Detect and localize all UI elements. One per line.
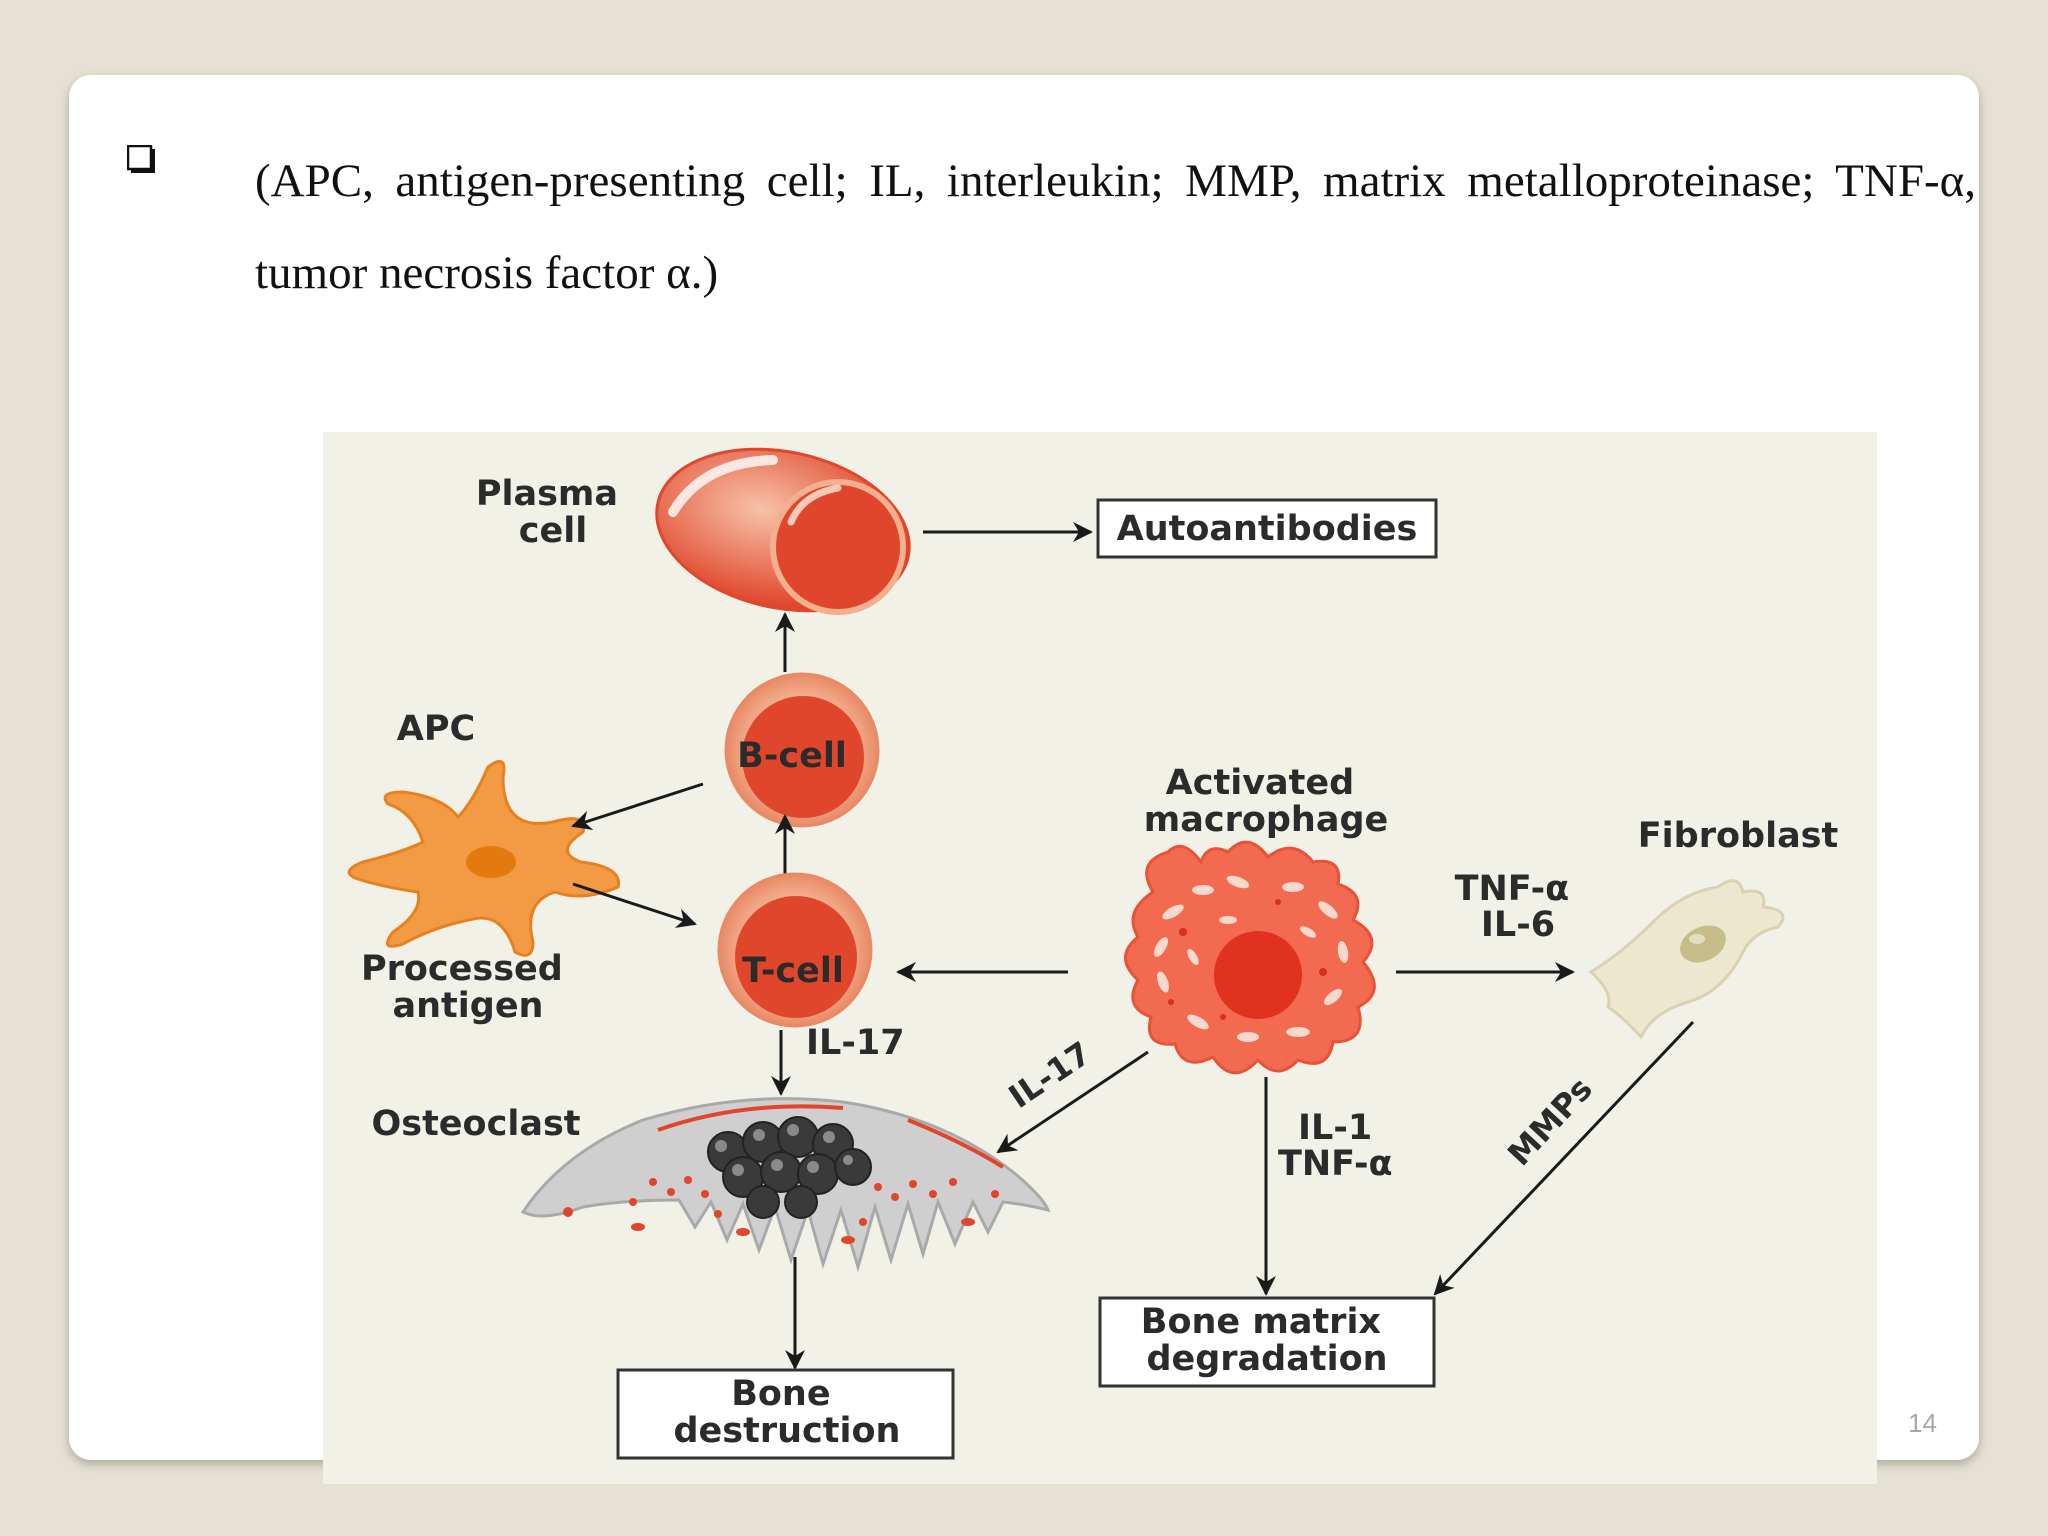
- bone-destruction-box: [616, 1368, 955, 1460]
- fibroblast-label: Fibroblast: [1638, 816, 1839, 856]
- t-cell-label: T-cell: [742, 951, 844, 991]
- arrow-bcell-to-apc: [571, 782, 704, 830]
- mmps-label: MMPs: [1500, 1070, 1600, 1173]
- plasma-cell: [655, 447, 911, 615]
- plasma-cell-label: Plasma cell: [476, 474, 630, 551]
- checkbox-bullet-icon: [127, 145, 155, 173]
- slide: (APC, antigen-presenting cell; IL, inter…: [69, 75, 1979, 1484]
- osteoclast-cell: [520, 1097, 1051, 1273]
- il17-tcell-label: IL-17: [806, 1023, 905, 1063]
- osteoclast-label: Osteoclast: [371, 1104, 580, 1144]
- t-cell: [717, 872, 873, 1028]
- bone-destruction-label: Bone destruction: [674, 1374, 901, 1451]
- activated-macrophage-label: Activated macrophage: [1144, 763, 1389, 840]
- arrow-fibroblast-to-bone-matrix: [1433, 1020, 1695, 1296]
- il17-macrophage-label: IL-17: [1002, 1034, 1098, 1116]
- autoantibodies-box: [1096, 498, 1438, 559]
- il1-tnf-label: IL-1 TNF-α: [1278, 1108, 1393, 1184]
- arrow-apc-to-tcell: [572, 882, 697, 928]
- apc-label: APC: [397, 709, 475, 749]
- fibroblast-cell: [1588, 879, 1785, 1040]
- arrow-macrophage-to-osteoclast: [996, 1050, 1149, 1154]
- apc-cell: [347, 759, 621, 957]
- activated-macrophage: [1124, 840, 1376, 1075]
- b-cell-label: B-cell: [737, 736, 847, 776]
- figure-caption: (APC, antigen-presenting cell; IL, inter…: [255, 155, 1976, 299]
- bone-matrix-degradation-label: Bone matrix degradation: [1141, 1302, 1393, 1379]
- tnf-il6-label: TNF-α IL-6: [1455, 869, 1582, 945]
- processed-antigen-label: Processed antigen: [361, 949, 575, 1026]
- page-number: 14: [1908, 1408, 1937, 1438]
- ra-pathogenesis-diagram: Plasma cell Autoantibodies B-cell T-cell: [323, 432, 1877, 1484]
- b-cell: [724, 672, 880, 828]
- bone-matrix-degradation-box: [1098, 1296, 1436, 1388]
- autoantibodies-label: Autoantibodies: [1117, 509, 1418, 549]
